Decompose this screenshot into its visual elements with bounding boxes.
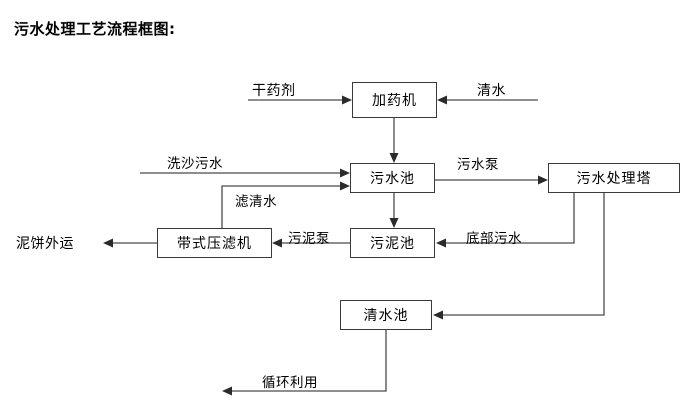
label-clean-water-in: 清水 [477, 83, 506, 99]
node-label-clean-water-pool: 清水池 [363, 308, 409, 324]
node-label-sludge-pool: 污泥池 [370, 236, 415, 252]
arrowhead-clean-water [437, 95, 447, 105]
node-dosing-machine[interactable]: 加药机 [352, 82, 437, 118]
node-label-sewage-pool: 污水池 [370, 171, 415, 187]
node-sewage-pool[interactable]: 污水池 [350, 163, 435, 193]
label-sand-washing-sewage: 洗沙污水 [167, 156, 223, 172]
arrowhead-filtered-water [340, 181, 350, 191]
wire-bottom-sewage-to-sludge [443, 193, 575, 244]
arrowhead-dry-agent [342, 95, 352, 105]
label-bottom-sewage: 底部污水 [466, 231, 522, 247]
node-sludge-pool[interactable]: 污泥池 [350, 228, 435, 258]
arrowhead-sandwash [340, 168, 350, 178]
node-label-dosing-machine: 加药机 [372, 93, 417, 109]
arrowhead-tower-to-cleanwater [433, 310, 443, 320]
label-filtered-clear-water: 滤清水 [235, 194, 277, 210]
wire-tower-to-cleanwater [440, 193, 605, 316]
arrowhead-bottom-sewage [436, 238, 446, 248]
node-treatment-tower[interactable]: 污水处理塔 [548, 163, 680, 193]
arrowhead-sewage-pump [538, 175, 548, 185]
label-recycling: 循环利用 [262, 375, 318, 391]
label-sludge-pump: 污泥泵 [288, 231, 330, 247]
arrowhead-sewage-to-sludge [389, 218, 399, 228]
arrowhead-recycling [222, 386, 232, 396]
node-label-belt-filter-press: 带式压滤机 [177, 236, 252, 252]
wire-cleanwater-to-recycle [229, 330, 387, 392]
arrowhead-dosing-to-sewage [389, 153, 399, 163]
arrowhead-mudcake [103, 238, 113, 248]
label-mud-cake-out: 泥饼外运 [16, 236, 74, 252]
node-label-treatment-tower: 污水处理塔 [576, 171, 652, 187]
arrowhead-sludge-pump [272, 238, 282, 248]
page-title: 污水处理工艺流程框图: [14, 20, 176, 38]
label-dry-agent: 干药剂 [252, 83, 296, 99]
node-clean-water-pool[interactable]: 清水池 [340, 300, 432, 330]
wire-filtered-water-to-sewage [221, 185, 343, 228]
label-sewage-pump: 污水泵 [457, 157, 499, 173]
node-belt-filter-press[interactable]: 带式压滤机 [157, 228, 272, 258]
